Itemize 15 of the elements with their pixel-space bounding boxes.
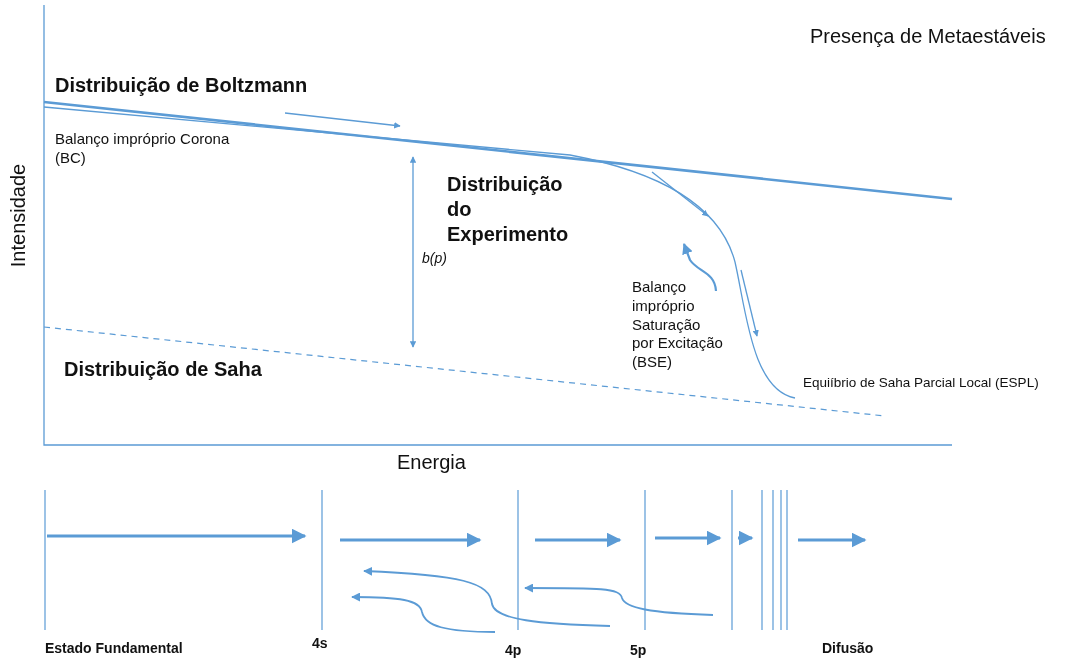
level-label: 4p — [505, 642, 522, 659]
region-label: Equiíbrio de Saha Parcial Local (ESPL) — [803, 375, 1039, 392]
axis-label: Energia — [397, 450, 466, 475]
curve-label: Distribuição de Boltzmann — [55, 73, 308, 98]
level-label: Estado Fundamental — [45, 640, 183, 658]
level-label: 5p — [630, 642, 647, 659]
diagram-title: Presença de Metaestáveis — [810, 24, 1046, 49]
curve-label: Distribuição de Saha — [64, 357, 262, 382]
symbol-label: b(p) — [422, 250, 447, 268]
level-label: 4s — [312, 635, 328, 653]
axis-label: Intensidade — [5, 162, 30, 270]
curve-label: Distribuição do Experimento — [447, 172, 570, 247]
region-label: Balanço impróprio Corona (BC) — [55, 130, 231, 168]
region-label: Balanço impróprio Saturação por Excitação (BSE) — [632, 278, 724, 372]
level-label: Difusão — [822, 640, 874, 658]
